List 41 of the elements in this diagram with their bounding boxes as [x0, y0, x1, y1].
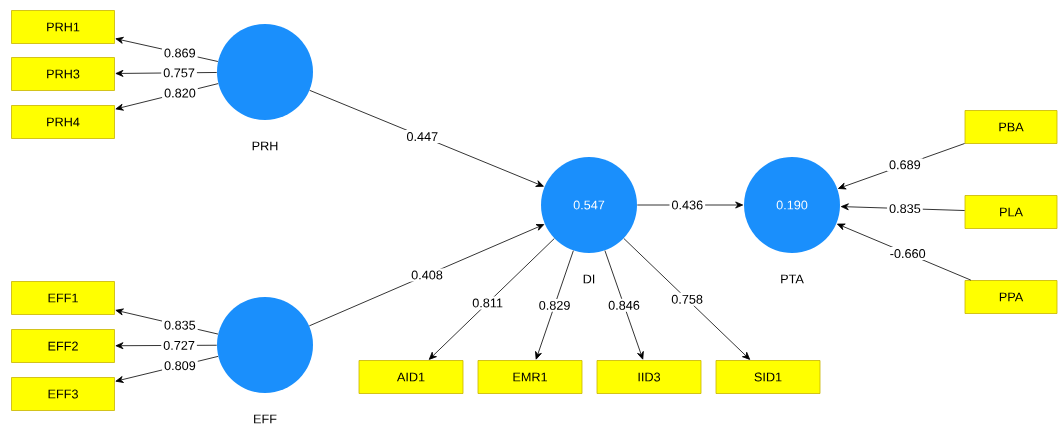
edge-label: 0.869	[161, 46, 198, 60]
edge-label: 0.811	[470, 296, 505, 310]
node-label: PRH	[252, 141, 278, 151]
arrow	[428, 238, 555, 360]
indicator-box: PLA	[964, 195, 1058, 229]
indicator-box: PRH3	[11, 57, 115, 91]
indicator-box: EMR1	[477, 360, 583, 394]
arrow	[535, 250, 574, 360]
indicator-box: PPA	[964, 280, 1058, 314]
latent-variable-circle	[217, 24, 313, 120]
arrow	[308, 224, 545, 327]
indicator-box: IID3	[596, 360, 702, 394]
edge-label: 0.447	[404, 130, 441, 144]
edge-label: 0.758	[669, 292, 705, 306]
edge-label: 0.829	[536, 298, 573, 312]
edge-label: 0.689	[887, 158, 923, 172]
edge-label: 0.820	[162, 86, 198, 100]
arrow	[623, 238, 751, 360]
node-label: DI	[583, 274, 595, 284]
indicator-box: EFF1	[11, 281, 115, 315]
indicator-box: EFF3	[11, 377, 115, 411]
node-label: EFF	[254, 414, 277, 424]
edge-label: 0.835	[162, 318, 198, 332]
indicator-box: PBA	[964, 110, 1058, 144]
edge-label: 0.436	[669, 198, 706, 212]
edge-label: 0.408	[409, 268, 445, 282]
indicator-box: AID1	[358, 360, 464, 394]
arrow	[309, 89, 544, 187]
edge-label: 0.809	[162, 359, 198, 373]
edge-label: 0.727	[161, 338, 197, 352]
indicator-box: SID1	[715, 360, 821, 394]
node-label: PTA	[781, 274, 804, 284]
edge-label: 0.835	[887, 202, 923, 216]
indicator-box: PRH1	[11, 10, 115, 44]
indicator-box: PRH4	[11, 105, 115, 139]
edge-label: -0.660	[887, 247, 928, 261]
edge-label: 0.757	[161, 66, 197, 80]
edge-label: 0.846	[606, 298, 642, 312]
arrow	[604, 250, 644, 360]
indicator-box: EFF2	[11, 329, 115, 363]
latent-variable-circle	[217, 297, 313, 393]
